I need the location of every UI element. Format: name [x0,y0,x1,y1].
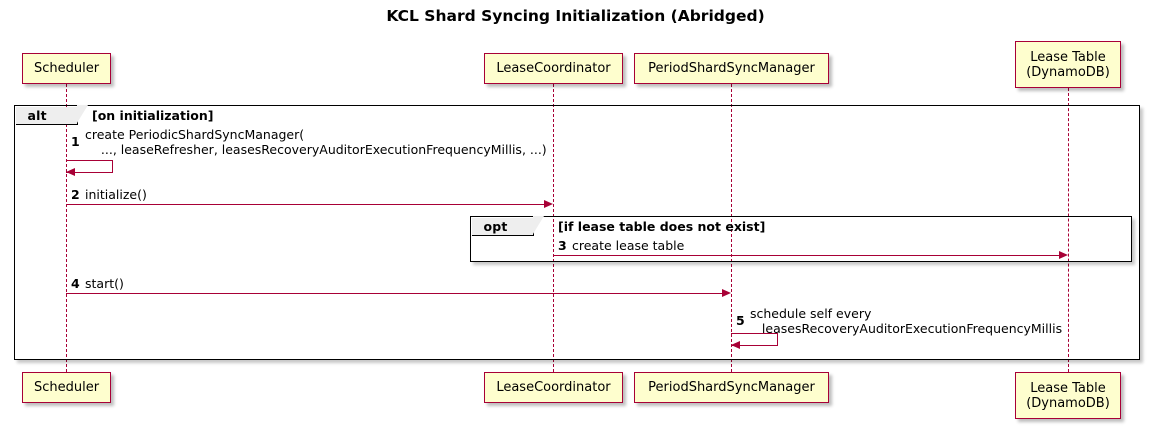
fragment-opt-lease-table [470,216,1132,262]
message-1-number: 1 [71,134,80,149]
message-2-number: 2 [71,187,80,202]
message-5-self-loop-line [731,333,778,346]
fragment-alt-operator-label: alt [15,105,88,125]
fragment-opt-condition: [if lease table does not exist] [558,219,766,234]
participant-lease-coordinator-top[interactable]: LeaseCoordinator [484,53,623,84]
message-5-arrowhead [731,341,740,349]
message-5-number: 5 [736,313,745,328]
message-4-line [66,293,722,294]
message-1-label: create PeriodicShardSyncManager( ..., le… [85,127,547,157]
message-5-label: schedule self every leasesRecoveryAudito… [750,306,1063,336]
lifeline-scheduler [66,84,67,372]
message-4-label: start() [85,276,124,291]
message-3-number: 3 [558,238,567,253]
message-4-arrowhead [722,288,731,297]
message-2-arrowhead [544,199,553,208]
lifeline-period-shard-sync-manager [731,84,732,372]
participant-scheduler-bottom[interactable]: Scheduler [22,372,111,403]
participant-lease-coordinator-bottom[interactable]: LeaseCoordinator [484,372,623,403]
message-3-label: create lease table [572,238,685,253]
participant-scheduler-top[interactable]: Scheduler [22,53,111,84]
message-2-line [66,204,544,205]
message-2-label: initialize() [85,187,147,202]
fragment-alt-condition: [on initialization] [92,108,214,123]
lifeline-lease-table [1068,88,1069,372]
fragment-opt-operator-label: opt [471,216,544,236]
message-1-self-loop-line [66,160,113,173]
participant-lease-table-top[interactable]: Lease Table (DynamoDB) [1015,41,1121,88]
lifeline-lease-coordinator [553,84,554,372]
participant-period-shard-sync-manager-top[interactable]: PeriodShardSyncManager [634,53,829,84]
participant-lease-table-bottom[interactable]: Lease Table (DynamoDB) [1015,372,1121,419]
page-title: KCL Shard Syncing Initialization (Abridg… [386,7,765,25]
message-4-number: 4 [71,276,80,291]
message-3-line [553,255,1059,256]
participant-period-shard-sync-manager-bottom[interactable]: PeriodShardSyncManager [634,372,829,403]
fragment-alt-on-initialization [14,105,1140,360]
message-3-arrowhead [1059,250,1068,259]
message-1-arrowhead [66,168,75,176]
